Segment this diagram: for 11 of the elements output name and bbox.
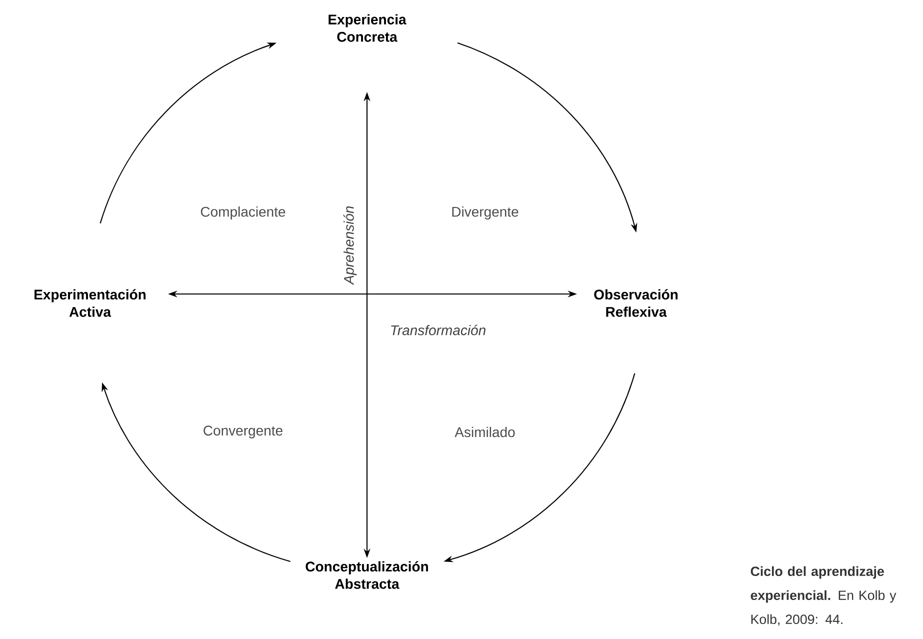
edge-label: Transformación [391,324,486,336]
node-label: Observación Reflexiva [594,289,678,317]
node-label: Experimentación Activa [34,289,146,317]
caption: Ciclo del aprendizaje experiencial. En Kolb y Kolb, 2009: 44. [750,566,896,626]
node-label: Experiencia Concreta [328,14,406,42]
quadrant-label: Complaciente [200,206,286,220]
edge-label: Aprehensión [343,206,357,285]
quadrant-label: Asimilado [454,426,515,438]
quadrant-label: Divergente [452,206,518,220]
node-label: Conceptualización Abstracta [306,561,428,589]
quadrant-label: Convergente [204,426,282,438]
